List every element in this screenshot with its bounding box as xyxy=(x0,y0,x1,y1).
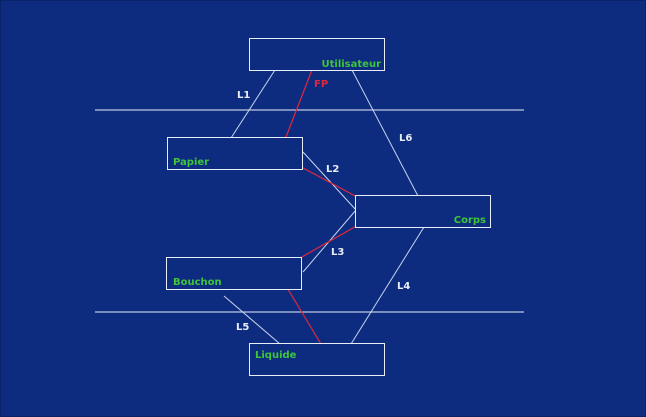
label-utilisateur: Utilisateur xyxy=(322,59,382,70)
link-l6 xyxy=(351,69,419,197)
link-l5 xyxy=(223,295,281,345)
label-corps: Corps xyxy=(454,215,486,226)
label-l3: L3 xyxy=(331,247,344,258)
link-l1 xyxy=(230,69,276,139)
box-corps xyxy=(355,195,491,228)
box-papier xyxy=(167,137,303,170)
box-bouchon xyxy=(166,257,302,290)
box-utilisateur xyxy=(249,38,385,71)
link-l2 xyxy=(302,151,357,211)
label-bouchon: Bouchon xyxy=(173,277,222,288)
label-l6: L6 xyxy=(399,133,412,144)
label-fp: FP xyxy=(314,79,328,90)
label-liquide: Liquide xyxy=(255,350,297,361)
box-liquide xyxy=(249,343,385,376)
label-l1: L1 xyxy=(237,90,250,101)
link-l4 xyxy=(350,226,425,345)
label-l5: L5 xyxy=(236,322,249,333)
label-l2: L2 xyxy=(326,164,339,175)
label-papier: Papier xyxy=(173,157,209,168)
label-l4: L4 xyxy=(397,281,410,292)
